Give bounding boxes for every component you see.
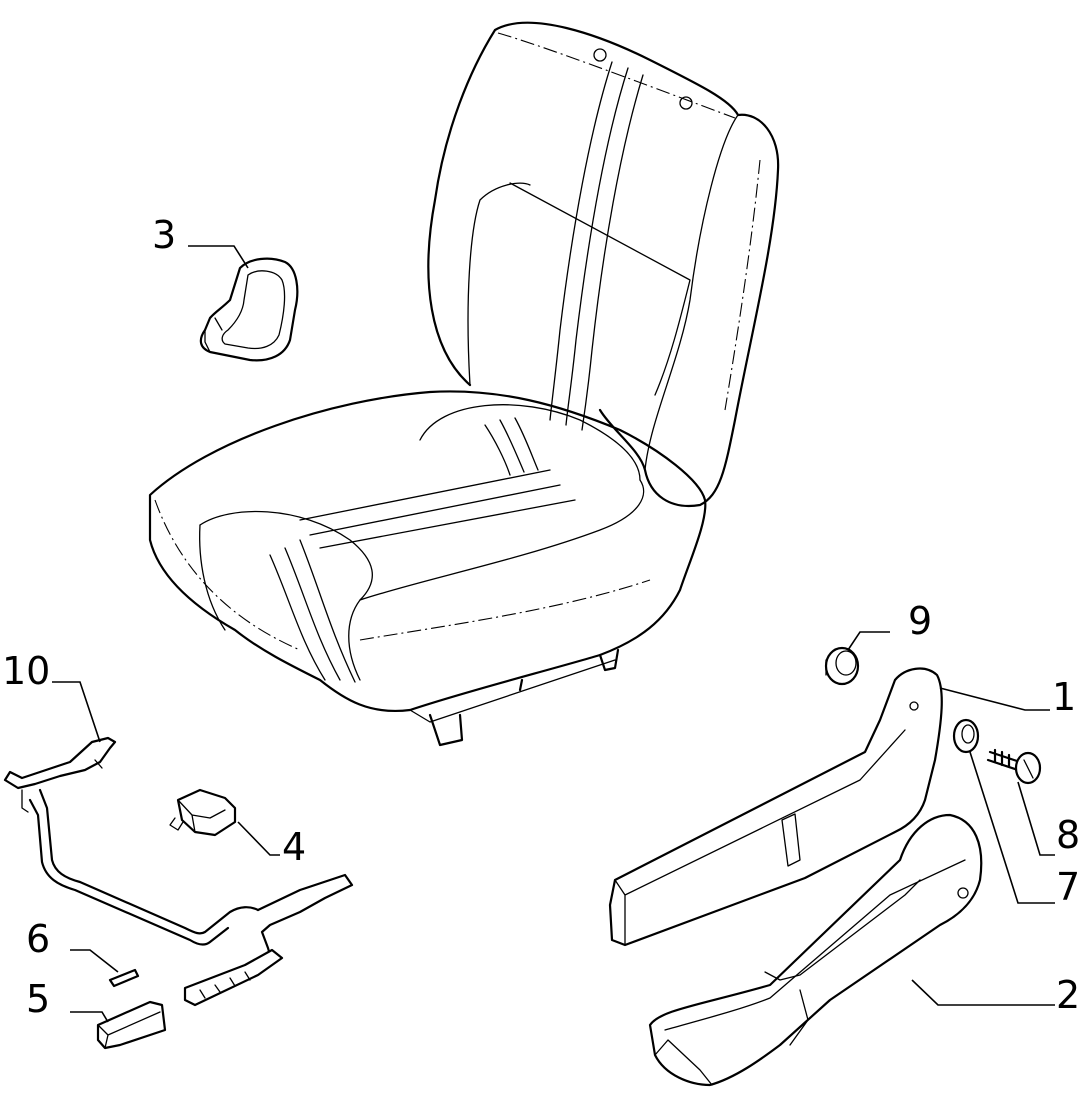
seat-cushion-bolster	[419, 404, 641, 481]
washer-inner	[961, 724, 975, 744]
knob-body	[176, 788, 237, 837]
trim-cover-edge	[204, 317, 223, 353]
part-3-trim-cover	[199, 257, 299, 362]
side-cover-slot	[781, 813, 801, 867]
leader-6	[70, 949, 119, 973]
seat-cushion-seam	[154, 499, 651, 651]
callout-6: 6	[26, 917, 50, 961]
part-1-side-cover	[608, 667, 943, 947]
part-7-washer	[952, 718, 980, 754]
seat-cushion-stripe-a	[269, 554, 326, 681]
callout-4: 4	[282, 825, 306, 869]
seat-backrest-panel	[509, 182, 691, 396]
knob-face	[177, 799, 226, 833]
armrest-ridge-b	[764, 879, 921, 981]
part-5-cap	[96, 1000, 167, 1050]
callout-3: 3	[152, 213, 176, 257]
screw-shank	[986, 748, 1022, 772]
seat-base-rail	[409, 659, 616, 723]
part-2-armrest-cover	[648, 813, 983, 1087]
release-rod-wire	[38, 788, 260, 935]
seat-backrest-stripe-c	[581, 74, 644, 431]
leader-3	[188, 245, 249, 269]
backrest-fastener-right	[679, 96, 693, 110]
seat-cushion-front-inner	[199, 524, 226, 631]
leader-4	[237, 821, 280, 856]
clip-body	[108, 968, 140, 988]
leader-7	[969, 751, 1055, 904]
seat-cushion	[148, 390, 707, 712]
armrest-hole	[957, 887, 969, 899]
seat-cushion-stripe-c	[299, 539, 356, 683]
release-rod-handle	[256, 873, 354, 964]
part-4-knob	[169, 788, 237, 837]
release-rod-bracket	[3, 736, 117, 790]
callout-10: 10	[2, 649, 50, 693]
side-cover-edge	[614, 729, 906, 946]
armrest-body	[648, 813, 983, 1087]
trim-cover-inner	[221, 270, 286, 350]
callout-8: 8	[1056, 813, 1080, 857]
seat-cushion-front-roll	[199, 510, 373, 681]
release-rod-wire-b	[28, 798, 230, 946]
side-cover-hole	[909, 701, 919, 711]
leader-2	[911, 979, 1055, 1006]
screw-slot	[1023, 759, 1034, 779]
part-10-release-rod	[3, 736, 354, 1007]
armrest-front	[654, 989, 809, 1086]
part-6-clip	[108, 968, 140, 988]
side-cover-body	[608, 667, 943, 947]
armrest-ridge	[664, 859, 966, 1031]
callout-9: 9	[908, 599, 932, 643]
cap-face	[97, 1011, 161, 1049]
seat-cushion-stripe-d	[299, 469, 576, 549]
bush-outer	[824, 646, 860, 686]
part-9-bush	[824, 646, 860, 686]
callout-2: 2	[1056, 973, 1080, 1017]
leader-lines	[52, 245, 1055, 1023]
knob-pin	[169, 817, 184, 831]
release-rod-lever-ribs	[199, 971, 251, 999]
leader-10	[52, 681, 101, 743]
trim-cover-outer	[199, 257, 299, 362]
seat-assembly	[148, 21, 780, 747]
leader-9	[847, 631, 890, 651]
bush-inner	[835, 650, 857, 676]
backrest-fastener-left	[593, 48, 607, 62]
release-rod-bracket-slot	[21, 759, 103, 813]
callout-7: 7	[1056, 865, 1080, 909]
leader-1	[939, 687, 1050, 711]
seat-backrest-stripe-b	[565, 67, 629, 426]
seat-backrest-seam-side	[724, 159, 761, 411]
part-8-screw	[986, 748, 1042, 785]
seat-backrest-stripe-a	[549, 61, 613, 421]
seat-cushion-right-roll	[359, 479, 645, 601]
callout-labels: 3 10 4 6 5 9 1 8 7 2	[2, 213, 1080, 1021]
leader-8	[1017, 781, 1055, 856]
leader-5	[70, 1011, 109, 1023]
seat-cushion-stripe-e	[484, 417, 539, 476]
callout-5: 5	[26, 977, 50, 1021]
seat-backrest-inner-line	[467, 182, 531, 386]
callout-1: 1	[1052, 675, 1076, 719]
seat-base	[428, 648, 620, 747]
seat-backrest-side-bolster	[644, 114, 739, 471]
seat-cushion-stripe-b	[284, 547, 341, 681]
release-rod-lever	[183, 948, 284, 1007]
seat-backrest-seam-top	[497, 32, 736, 119]
